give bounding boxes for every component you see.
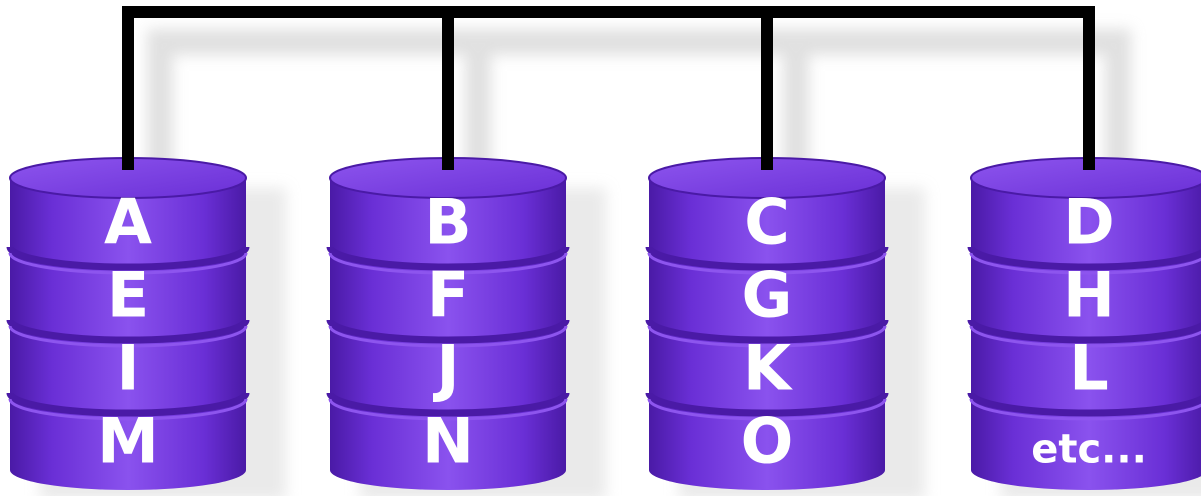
block-separator xyxy=(645,319,889,344)
block-label-b: B xyxy=(424,186,471,259)
block-label-o: O xyxy=(741,405,794,478)
block-separator-highlight xyxy=(647,398,887,421)
block-separator xyxy=(6,392,250,417)
block-separator-highlight xyxy=(328,252,568,275)
block-separator xyxy=(967,392,1201,417)
block-label-d: D xyxy=(1063,186,1114,259)
block-separator-highlight xyxy=(328,398,568,421)
block-label-f: F xyxy=(427,259,469,332)
block-label-n: N xyxy=(422,405,474,478)
block-label-j: J xyxy=(432,332,459,405)
disk-4: DHLetc... xyxy=(967,157,1201,490)
block-label-i: I xyxy=(116,332,139,405)
block-separator xyxy=(6,319,250,344)
block-label-g: G xyxy=(742,259,793,332)
block-separator-highlight xyxy=(969,325,1201,348)
block-separator xyxy=(967,319,1201,344)
disk-bottom xyxy=(649,450,885,490)
block-label-k: K xyxy=(743,332,793,405)
block-label-etc: etc... xyxy=(1031,427,1147,473)
bus-main-line xyxy=(122,6,1095,170)
block-label-m: M xyxy=(97,405,159,478)
disk-body xyxy=(10,178,246,470)
block-separator xyxy=(967,246,1201,271)
disk-bottom xyxy=(330,450,566,490)
block-separator xyxy=(645,392,889,417)
block-separator-highlight xyxy=(647,252,887,275)
block-separator xyxy=(645,246,889,271)
block-separator xyxy=(326,246,570,271)
block-separator-highlight xyxy=(8,398,248,421)
block-separator-highlight xyxy=(328,325,568,348)
block-separator-highlight xyxy=(647,325,887,348)
disk-body xyxy=(649,178,885,470)
block-label-h: H xyxy=(1063,259,1115,332)
block-separator-highlight xyxy=(8,325,248,348)
block-label-e: E xyxy=(107,259,149,332)
block-separator xyxy=(6,246,250,271)
block-separator-highlight xyxy=(969,398,1201,421)
disk-bottom xyxy=(971,450,1201,490)
disk-body xyxy=(330,178,566,470)
block-label-a: A xyxy=(104,186,152,259)
block-label-c: C xyxy=(744,186,790,259)
block-separator xyxy=(326,392,570,417)
data-bus xyxy=(122,6,1095,170)
disk-body xyxy=(971,178,1201,470)
block-separator xyxy=(326,319,570,344)
block-separator-highlight xyxy=(969,252,1201,275)
block-label-l: L xyxy=(1069,332,1109,405)
disk-bottom xyxy=(10,450,246,490)
block-separator-highlight xyxy=(8,252,248,275)
